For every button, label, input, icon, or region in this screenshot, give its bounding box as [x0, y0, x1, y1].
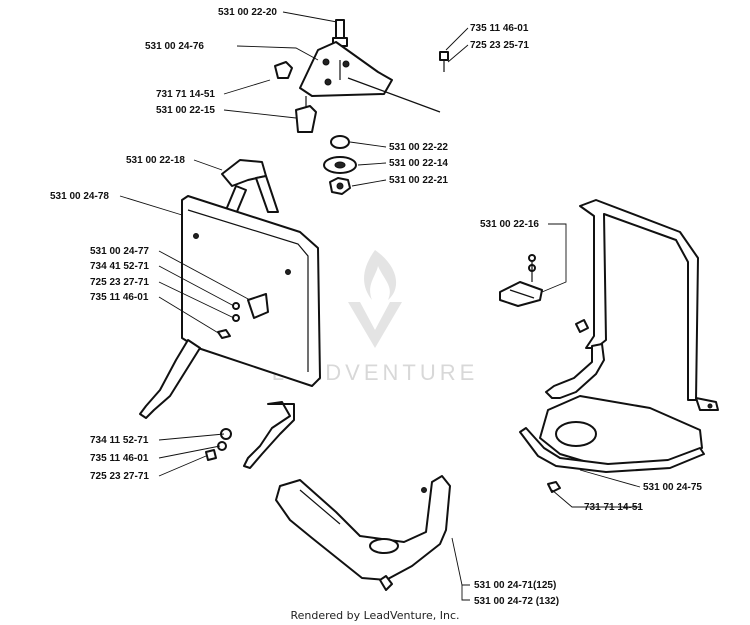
part-label: 531 00 24-71(125): [474, 580, 556, 591]
part-label: 725 23 27-71: [90, 277, 149, 288]
part-label: 531 00 22-22: [389, 142, 448, 153]
part-label: 725 23 27-71: [90, 471, 149, 482]
part-label: 531 00 24-75: [643, 482, 702, 493]
part-label: 725 23 25-71: [470, 40, 529, 51]
part-label: 531 00 24-78: [50, 191, 109, 202]
part-label: 531 00 22-16: [480, 219, 539, 230]
v-logo-icon: [348, 302, 402, 348]
part-label: 531 00 22-15: [156, 105, 215, 116]
flame-icon: [364, 250, 397, 300]
part-label: 531 00 22-18: [126, 155, 185, 166]
seat-pan: [275, 475, 451, 591]
part-label: 735 11 46-01: [90, 292, 149, 303]
frame-assembly: [499, 199, 719, 493]
part-label: 734 41 52-71: [90, 261, 149, 272]
part-label: 734 11 52-71: [90, 435, 149, 446]
part-label: 735 11 46-01: [90, 453, 149, 464]
part-label: 531 00 24-72 (132): [474, 596, 559, 607]
part-label: 531 00 24-77: [90, 246, 149, 257]
part-label: 531 00 24-76: [145, 41, 204, 52]
footer-credit: Rendered by LeadVenture, Inc.: [290, 609, 459, 622]
part-label: 531 00 22-21: [389, 175, 448, 186]
part-labels: 531 00 22-20 531 00 24-76 731 71 14-51 5…: [50, 7, 702, 607]
top-mount-assembly: [274, 19, 449, 195]
backrest-assembly: [139, 159, 321, 469]
part-label: 731 71 14-51: [156, 89, 215, 100]
leader-lines: [119, 11, 641, 601]
part-label: 531 00 22-20: [218, 7, 277, 18]
part-label: 731 71 14-51: [584, 502, 643, 513]
part-label: 735 11 46-01: [470, 23, 529, 34]
part-label: 531 00 22-14: [389, 158, 448, 169]
